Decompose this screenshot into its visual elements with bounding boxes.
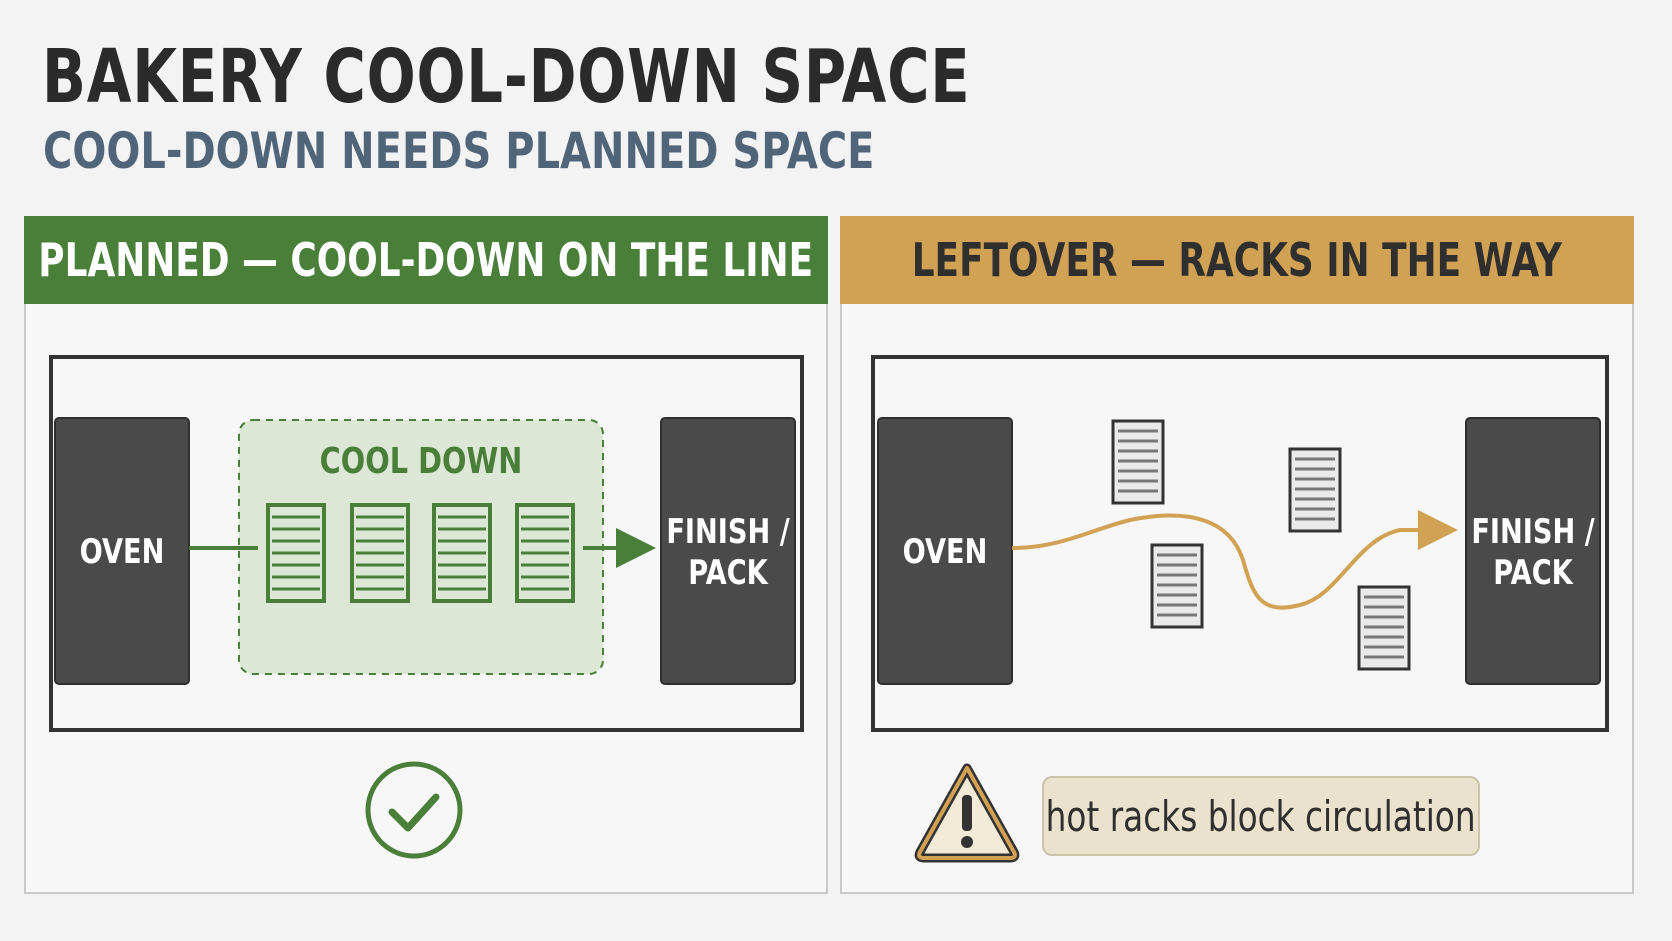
page-title: BAKERY COOL-DOWN SPACE [42, 34, 971, 120]
planned-finish-label-line1: FINISH / [666, 512, 790, 552]
planned-rack [350, 503, 410, 603]
planned-floor-plan: OVEN COOL DOWN [49, 355, 804, 732]
leftover-rack [1150, 543, 1204, 629]
leftover-rack [1111, 419, 1165, 505]
leftover-finish-label-line2: PACK [1493, 553, 1573, 593]
planned-rack [515, 503, 575, 603]
warning-badge: hot racks block circulation [1042, 776, 1480, 856]
leftover-panel-header-text: LEFTOVER — RACKS IN THE WAY [911, 233, 1563, 287]
planned-finish-label-line2: PACK [688, 553, 768, 593]
leftover-oven-block [877, 417, 1013, 685]
planned-panel-header-text: PLANNED — COOL-DOWN ON THE LINE [38, 233, 814, 287]
planned-rack [432, 503, 492, 603]
leftover-rack [1288, 447, 1342, 533]
planned-panel-header: PLANNED — COOL-DOWN ON THE LINE [24, 216, 828, 304]
planned-oven-label: OVEN [80, 532, 165, 572]
page-subtitle: COOL-DOWN NEEDS PLANNED SPACE [43, 122, 875, 180]
planned-finish-pack-block [660, 417, 796, 685]
warning-triangle-icon [914, 763, 1020, 863]
leftover-rack [1357, 585, 1411, 671]
planned-oven-block [54, 417, 190, 685]
checkmark-circle-icon [365, 761, 463, 859]
warning-badge-text: hot racks block circulation [1046, 791, 1476, 841]
leftover-finish-pack-block [1465, 417, 1601, 685]
leftover-finish-label-line1: FINISH / [1471, 512, 1595, 552]
cool-down-zone-label: COOL DOWN [320, 440, 523, 482]
leftover-floor-plan: OVEN [871, 355, 1609, 732]
planned-rack [266, 503, 326, 603]
leftover-panel-header: LEFTOVER — RACKS IN THE WAY [840, 216, 1634, 304]
leftover-oven-label: OVEN [903, 532, 988, 572]
leftover-flow-path [1011, 510, 1458, 610]
